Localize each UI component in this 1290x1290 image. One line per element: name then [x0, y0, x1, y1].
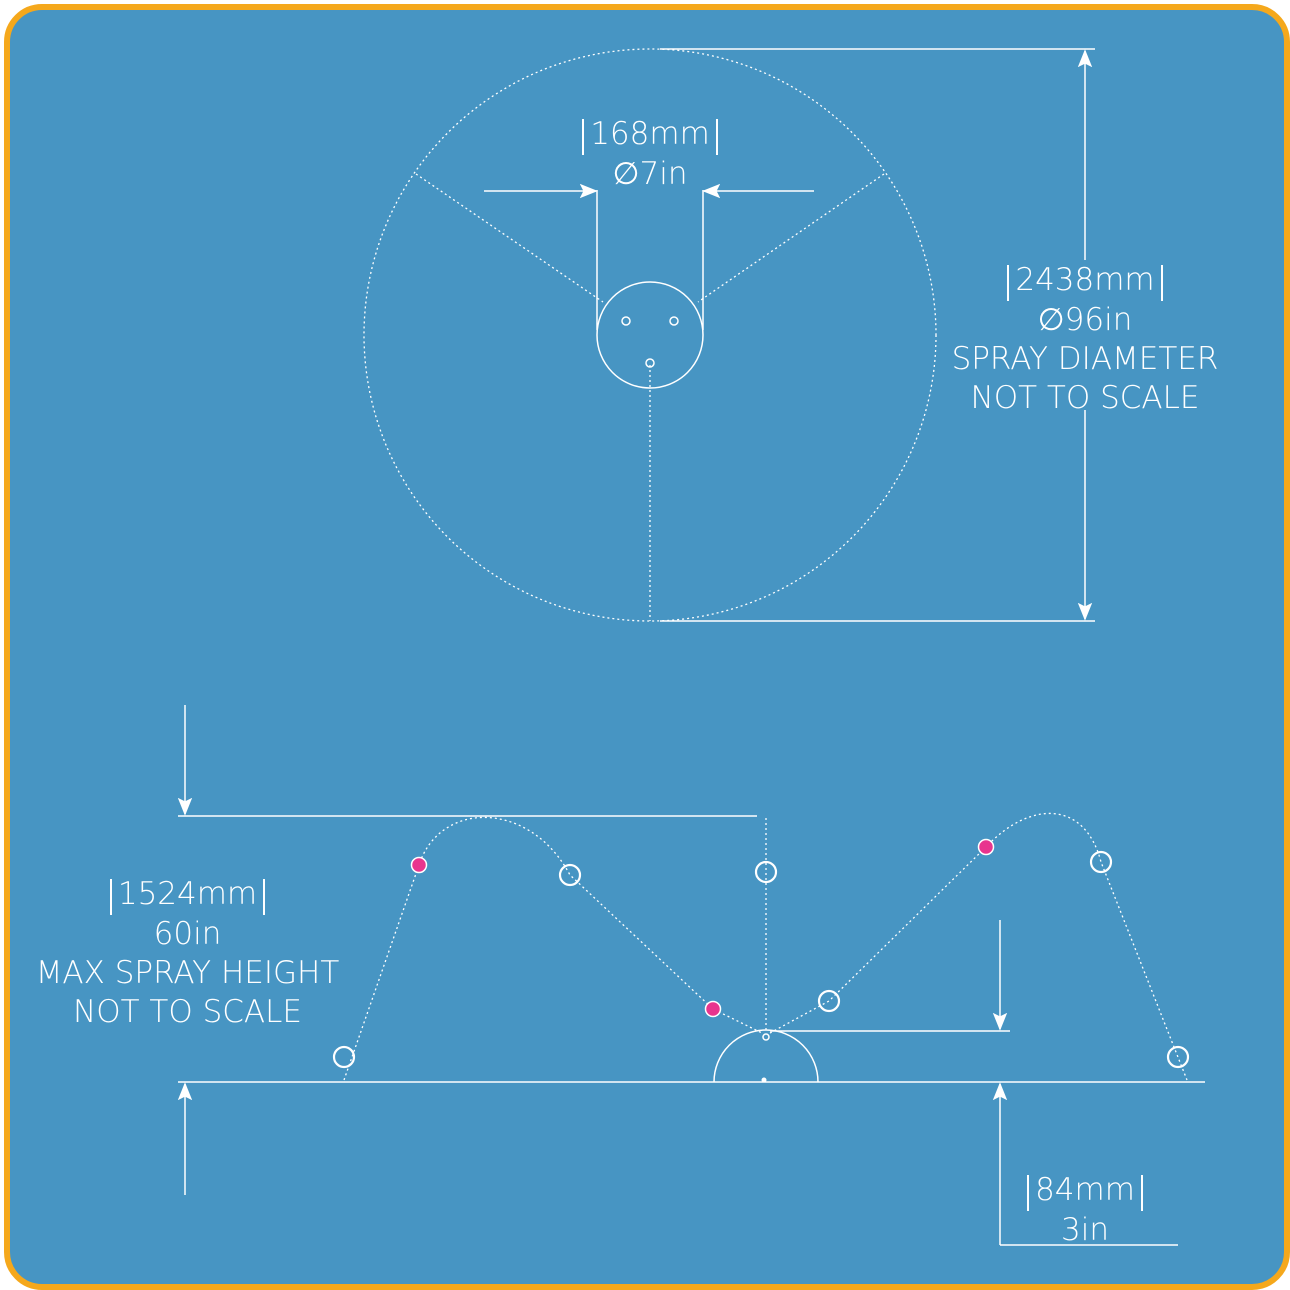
- spray-point-highlight: [410, 856, 428, 874]
- spray-diameter-text: SPRAY DIAMETER: [951, 341, 1219, 377]
- side-view: [177, 705, 1205, 1246]
- diameter-symbol: ∅: [612, 156, 640, 192]
- spray-path-left: [343, 816, 763, 1081]
- spray-path-right: [769, 812, 1188, 1081]
- height-mm: 1524mm: [109, 879, 266, 915]
- nozzle-dim-mm: 168mm: [582, 119, 718, 155]
- diagram-frame: [4, 4, 1290, 1290]
- spray-point: [332, 1045, 356, 1069]
- nozzle-dome: [713, 1029, 819, 1083]
- spray-point-highlight: [704, 1000, 722, 1018]
- nozzle-holes: [621, 316, 679, 368]
- max-height-note: NOT TO SCALE: [73, 994, 302, 1030]
- spray-dim-in: 96in: [1064, 302, 1133, 338]
- nozzle-dimension-label: 168mm ∅7in: [550, 115, 750, 194]
- spray-point: [754, 860, 778, 884]
- spray-diameter-note: NOT TO SCALE: [970, 380, 1200, 416]
- top-view: [363, 48, 1095, 622]
- diameter-symbol: ∅: [1037, 302, 1065, 338]
- height-in: 60in: [153, 916, 222, 952]
- nozzle-head-circle: [596, 281, 704, 389]
- nozzle-dim-in: 7in: [639, 156, 688, 192]
- spray-point: [1089, 850, 1113, 874]
- spray-point-highlight: [977, 838, 995, 856]
- max-height-label: 1524mm 60in MAX SPRAY HEIGHT NOT TO SCAL…: [20, 875, 355, 1032]
- spray-point: [558, 863, 582, 887]
- base-in: 3in: [1061, 1212, 1109, 1248]
- spray-diameter-label: 2438mm ∅96in SPRAY DIAMETER NOT TO SCALE: [935, 261, 1235, 418]
- max-height-text: MAX SPRAY HEIGHT: [35, 955, 340, 991]
- spray-point: [817, 989, 841, 1013]
- spray-point: [1166, 1045, 1190, 1069]
- base-mm: 84mm: [1027, 1175, 1143, 1211]
- base-height-label: 84mm 3in: [1010, 1171, 1160, 1250]
- spray-dim-mm: 2438mm: [1007, 265, 1163, 301]
- spray-diameter-circle: [363, 48, 937, 622]
